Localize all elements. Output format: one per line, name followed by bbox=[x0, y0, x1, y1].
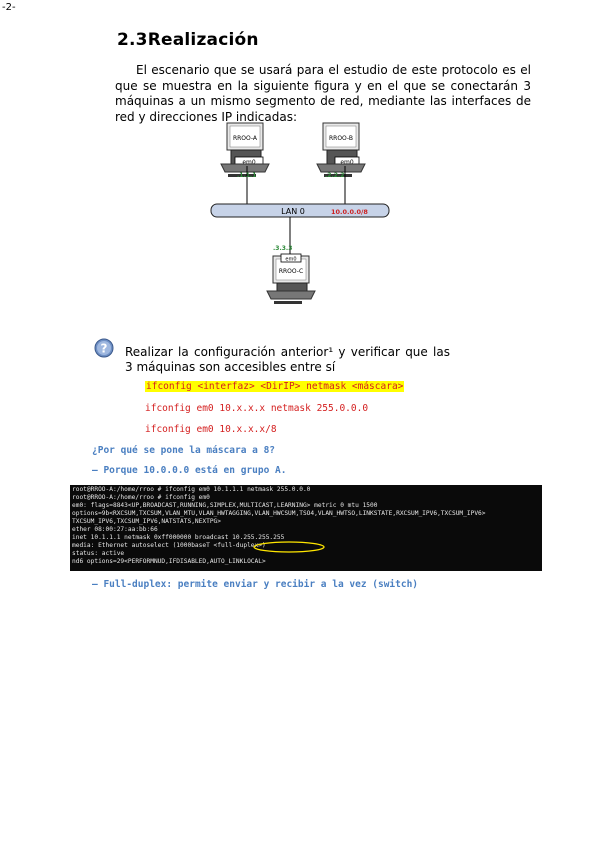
terminal-line: options=9b<RXCSUM,TXCSUM,VLAN_MTU,VLAN_H… bbox=[72, 510, 486, 517]
lan-label: LAN 0 bbox=[281, 207, 305, 216]
terminal-line: root@RROO-A:/home/rroo # ifconfig em0 10… bbox=[72, 486, 311, 493]
terminal-output: root@RROO-A:/home/rroo # ifconfig em0 10… bbox=[70, 485, 542, 571]
section-heading: 2.3Realización bbox=[117, 30, 259, 50]
pc-c-ip: .3.3.3 bbox=[273, 245, 292, 252]
pc-b-ip: .2.2.2 bbox=[325, 172, 344, 179]
pc-c-label: RROO-C bbox=[279, 268, 303, 275]
command-generic: ifconfig <interfaz> <DirIP> netmask <más… bbox=[145, 381, 405, 392]
page-number: -2- bbox=[2, 2, 16, 13]
svg-text:?: ? bbox=[101, 342, 108, 356]
mask-answer: – Porque 10.0.0.0 está en grupo A. bbox=[92, 465, 287, 476]
network-diagram: RROO-A em0 .1.1.1 RROO-B em0 .2.2.2 LAN … bbox=[210, 122, 390, 304]
terminal-line: TXCSUM_IPV6,TXCSUM_IPV6,NATSTATS,NEXTPG> bbox=[72, 518, 222, 525]
pc-a-ip: .1.1.1 bbox=[237, 172, 256, 179]
pc-a-label: RROO-A bbox=[233, 135, 258, 142]
terminal-line: nd6 options=29<PERFORMNUD,IFDISABLED,AUT… bbox=[72, 558, 266, 565]
task-text: Realizar la configuración anterior¹ y ve… bbox=[125, 345, 450, 374]
question-icon: ? bbox=[94, 338, 114, 358]
command-cidr: ifconfig em0 10.x.x.x/8 bbox=[145, 424, 277, 435]
lan-network: 10.0.0.0/8 bbox=[331, 208, 368, 216]
intro-text: El escenario que se usará para el estudi… bbox=[115, 63, 531, 124]
terminal-line: em0: flags=8843<UP,BROADCAST,RUNNING,SIM… bbox=[72, 502, 378, 509]
pc-c-iface: em0 bbox=[285, 257, 296, 263]
lan-segment: LAN 0 10.0.0.0/8 bbox=[210, 203, 390, 218]
pc-b-iface: em0 bbox=[340, 159, 354, 166]
pc-c: .3.3.3 em0 RROO-C bbox=[266, 217, 316, 304]
pc-b: RROO-B em0 .2.2.2 bbox=[316, 122, 366, 206]
intro-paragraph: El escenario que se usará para el estudi… bbox=[115, 63, 531, 125]
pc-a-iface: em0 bbox=[242, 159, 256, 166]
pc-b-label: RROO-B bbox=[329, 135, 353, 142]
duplex-answer: – Full-duplex: permite enviar y recibir … bbox=[92, 579, 419, 590]
command-netmask: ifconfig em0 10.x.x.x netmask 255.0.0.0 bbox=[145, 403, 369, 414]
terminal-line: root@RROO-A:/home/rroo # ifconfig em0 bbox=[72, 494, 210, 501]
terminal-line: media: Ethernet autoselect (1000baseT <f… bbox=[72, 542, 266, 549]
full-duplex-highlight bbox=[253, 541, 325, 553]
pc-a: RROO-A em0 .1.1.1 bbox=[220, 122, 270, 206]
terminal-line: inet 10.1.1.1 netmask 0xff000000 broadca… bbox=[72, 534, 285, 541]
terminal-line: ether 08:00:27:aa:bb:66 bbox=[72, 526, 158, 533]
terminal-line: status: active bbox=[72, 550, 125, 557]
mask-question: ¿Por qué se pone la máscara a 8? bbox=[92, 445, 276, 456]
